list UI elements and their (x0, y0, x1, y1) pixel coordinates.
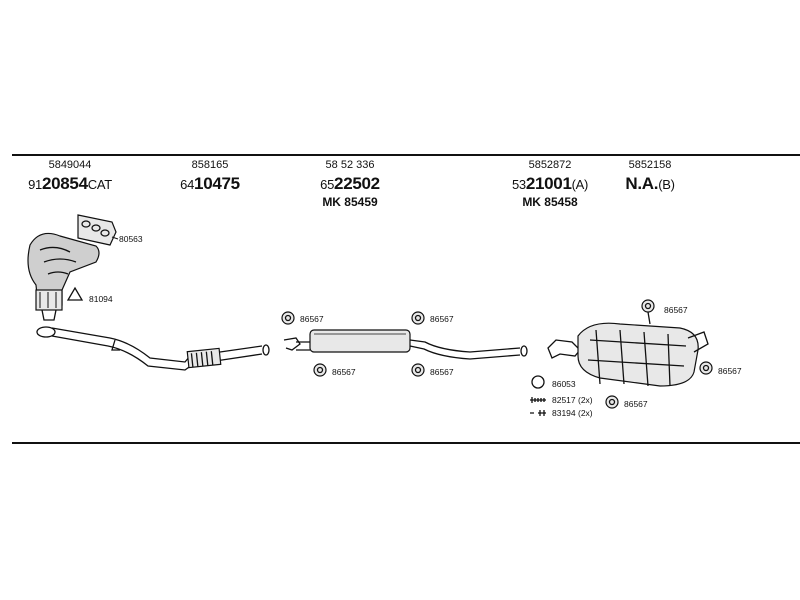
part-number: 5849044 (48, 159, 92, 171)
hanger-label: 86567 (624, 399, 648, 409)
part-number: 858165 (191, 159, 229, 171)
mounting-kit: MK 85459 (322, 195, 378, 209)
part-code: N.A.(B) (625, 174, 675, 193)
rear-silencer (547, 322, 709, 387)
column-rear-alternative: 5852158 N.A.(B) (600, 159, 700, 193)
part-code: 6522502 (320, 174, 380, 193)
part-code: 5321001(A) (511, 174, 589, 193)
bolt-label: 82517 (2x) (552, 395, 593, 405)
part-number: 5852872 (528, 159, 572, 171)
part-number: 5852158 (628, 159, 672, 171)
hanger-label: 86567 (300, 314, 324, 324)
middle-silencer (283, 329, 528, 360)
nut-label: 83194 (2x) (552, 408, 593, 418)
hanger-label: 86567 (664, 305, 688, 315)
front-pipe (36, 326, 270, 371)
mounting-kit: MK 85458 (522, 195, 578, 209)
rubber-hanger-icon (605, 395, 619, 409)
rubber-hanger-icon (281, 311, 295, 325)
bottom-divider (12, 442, 800, 444)
hanger-label: 86567 (718, 366, 742, 376)
hanger-label: 86567 (430, 367, 454, 377)
triangle-gasket (66, 286, 84, 301)
hanger-label: 86567 (332, 367, 356, 377)
rubber-hanger-icon (411, 311, 425, 325)
rubber-hanger-icon (699, 361, 713, 375)
ring-label: 86053 (552, 379, 576, 389)
column-catalytic-converter: 5849044 9120854CAT (10, 159, 130, 193)
hanger-label: 86567 (430, 314, 454, 324)
part-code: 9120854CAT (28, 174, 112, 193)
bolt-icon (530, 397, 546, 403)
nut-icon (530, 410, 546, 416)
manifold-gasket-label: 80563 (119, 234, 143, 244)
manifold-gasket (77, 214, 119, 246)
part-number: 58 52 336 (325, 159, 375, 171)
rubber-hanger-icon (313, 363, 327, 377)
sealing-ring-icon (531, 375, 545, 389)
column-middle-silencer: 58 52 336 6522502 MK 85459 (290, 159, 410, 209)
part-code: 6410475 (180, 174, 240, 193)
triangle-gasket-label: 81094 (89, 294, 113, 304)
rubber-hanger-icon (641, 299, 655, 325)
column-front-pipe: 858165 6410475 (150, 159, 270, 193)
top-divider (12, 154, 800, 156)
column-rear-silencer: 5852872 5321001(A) MK 85458 (490, 159, 610, 209)
catalytic-converter (27, 232, 100, 321)
rubber-hanger-icon (411, 363, 425, 377)
